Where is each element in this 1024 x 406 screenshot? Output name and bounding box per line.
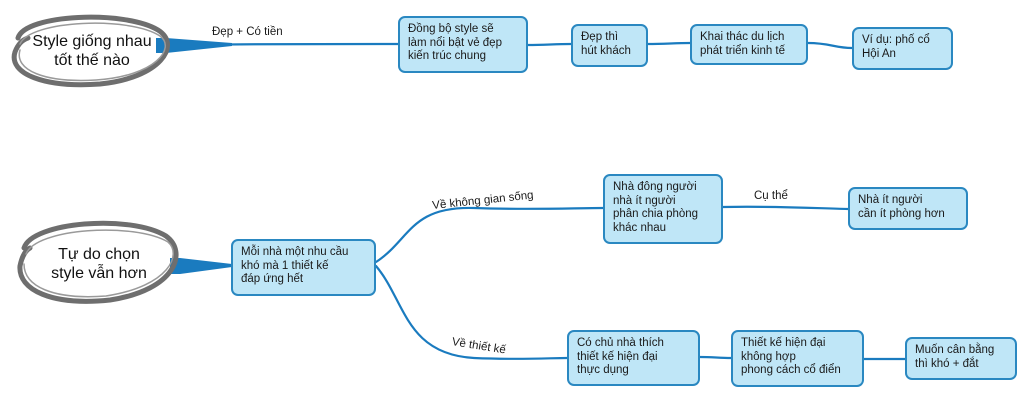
connector-m2-design-n1 bbox=[698, 355, 733, 360]
node-moi-nha-mot-nhu-cau[interactable]: Mỗi nhà một nhu cầu khó mà 1 thiết kế đá… bbox=[231, 239, 376, 296]
connector-m2-n1-branch-design bbox=[374, 264, 569, 360]
node-khai-thac-du-lich[interactable]: Khai thác du lịch phát triển kinh tế bbox=[690, 24, 808, 65]
node-dong-bo-style[interactable]: Đồng bộ style sẽ làm nổi bật vẻ đẹp kiến… bbox=[398, 16, 528, 73]
connector-m2-n1-branch-space bbox=[374, 206, 605, 264]
node-muon-can-bang[interactable]: Muốn cân bằng thì khó + đắt bbox=[905, 337, 1017, 380]
connector-m2-space-n bbox=[721, 205, 850, 211]
node-vi-du-hoi-an[interactable]: Ví dụ: phố cổ Hội An bbox=[852, 27, 953, 70]
node-nha-it-nguoi[interactable]: Nhà ít người cần ít phòng hơn bbox=[848, 187, 968, 230]
central-topic-tu-do-chon-style[interactable]: Tự do chọn style vẫn hơn bbox=[51, 246, 147, 282]
node-nha-dong-nguoi[interactable]: Nhà đông người nhà ít người phân chia ph… bbox=[603, 174, 723, 244]
connector-m1-wedge bbox=[156, 38, 232, 53]
central-topic-style-giong-nhau[interactable]: Style giống nhau tốt thế nào bbox=[32, 33, 152, 69]
connector-m1-n3-n4 bbox=[806, 41, 854, 50]
central-oval-1-stroke bbox=[18, 22, 166, 82]
connector-m1-n1-n2 bbox=[526, 42, 573, 47]
edge-label-cu-the: Cụ thể bbox=[754, 190, 788, 202]
connector-m2-wedge bbox=[170, 258, 232, 274]
node-co-chu-nha-thich[interactable]: Có chủ nhà thích thiết kế hiện đại thực … bbox=[567, 330, 700, 386]
edge-label-dep-co-tien: Đẹp + Có tiền bbox=[212, 26, 283, 38]
connector-m1-n2-n3 bbox=[646, 41, 692, 46]
central-oval-1 bbox=[11, 14, 170, 88]
node-dep-thi-hut-khach[interactable]: Đẹp thì hút khách bbox=[571, 24, 648, 67]
node-thiet-ke-hien-dai[interactable]: Thiết kế hiện đại không hợp phong cách c… bbox=[731, 330, 864, 387]
central-oval-2 bbox=[17, 220, 179, 304]
central-oval-2-stroke bbox=[23, 229, 174, 298]
